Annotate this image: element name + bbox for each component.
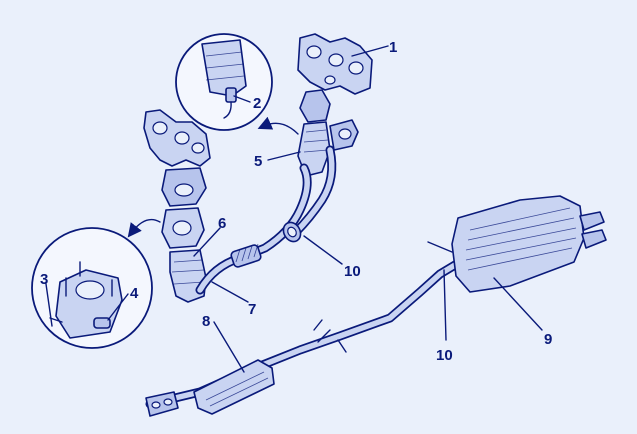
- callout-4: 4: [130, 285, 139, 302]
- rear-silencer: [427, 195, 607, 293]
- detail-bubble-upper: [175, 33, 273, 131]
- callout-10-front: 10: [344, 263, 361, 280]
- inlet-flange: [145, 391, 179, 417]
- arrow-to-lower-detail: [127, 218, 161, 238]
- flex-joint: [230, 243, 262, 268]
- callout-8: 8: [202, 313, 210, 330]
- callout-9: 9: [544, 331, 552, 348]
- callout-7: 7: [248, 301, 256, 318]
- callout-5: 5: [254, 153, 262, 170]
- detail-bubble-lower: [31, 227, 153, 349]
- leader-lines: [45, 45, 543, 373]
- front-pipe: [195, 145, 337, 295]
- callout-1: 1: [389, 39, 397, 56]
- callout-labels: 1 2 3 4 5 6 7 8 9 10 10: [40, 39, 552, 364]
- callout-6: 6: [218, 215, 226, 232]
- callout-10-rear: 10: [436, 347, 453, 364]
- middle-silencer: [145, 359, 275, 417]
- oxygen-sensor-upper: [223, 87, 237, 119]
- callout-2: 2: [253, 95, 261, 112]
- oxygen-sensor-lower: [93, 317, 111, 329]
- arrow-to-upper-detail: [257, 116, 299, 135]
- exhaust-manifold-upper: [297, 33, 373, 177]
- exhaust-manifold-left: [143, 109, 211, 249]
- callout-3: 3: [40, 271, 48, 288]
